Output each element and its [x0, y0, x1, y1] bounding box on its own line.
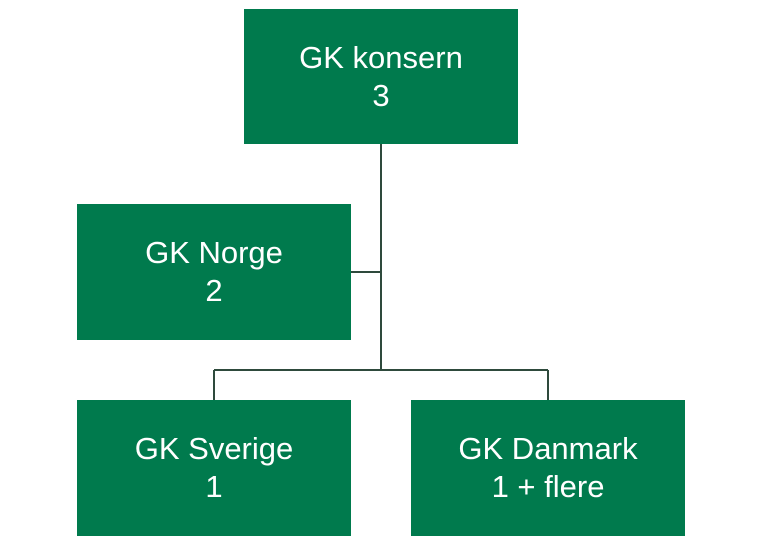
node-gk-norge-value: 2 [205, 273, 223, 308]
node-gk-danmark-name: GK Danmark [458, 431, 638, 466]
node-gk-sverige-name: GK Sverige [134, 431, 294, 466]
node-gk-konsern: GK konsern 3 [244, 9, 518, 144]
node-gk-danmark-value: 1 + flere [491, 469, 605, 504]
node-gk-konsern-name: GK konsern [299, 39, 463, 75]
node-gk-sverige-value: 1 [205, 469, 223, 504]
node-gk-danmark: GK Danmark 1 + flere [411, 400, 685, 536]
node-gk-konsern-value: 3 [372, 77, 390, 113]
node-gk-sverige: GK Sverige 1 [77, 400, 351, 536]
node-gk-norge-name: GK Norge [145, 235, 283, 270]
node-gk-norge: GK Norge 2 [77, 204, 351, 340]
